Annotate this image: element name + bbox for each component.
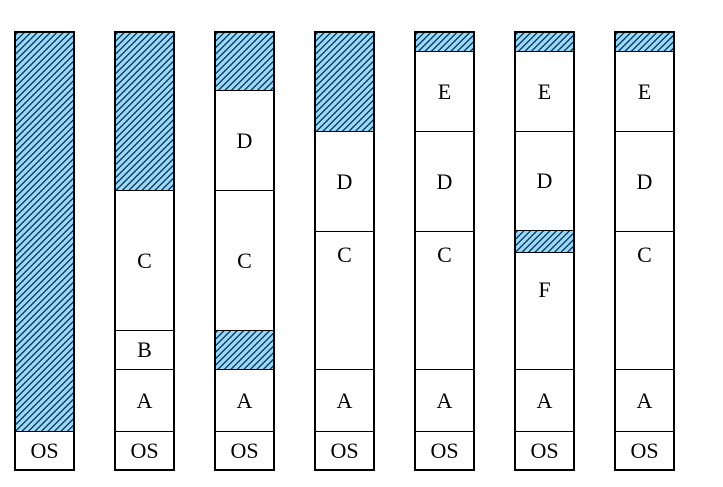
segment-label: A [436,387,453,413]
segment-c: C [116,190,173,330]
segment-label: OS [630,437,659,463]
segment-label: OS [230,437,259,463]
segment-a: A [516,369,573,431]
segment-label: C [237,247,252,273]
segment-a: A [616,369,673,431]
memory-bar-state-7: E D C A OS [614,31,675,471]
free-memory-segment [316,33,373,131]
segment-label: OS [130,437,159,463]
segment-label: E [437,78,452,104]
free-memory-segment [16,33,73,431]
segment-a: A [216,369,273,431]
segment-os: OS [16,431,73,469]
segment-e: E [516,51,573,131]
segment-f: F [516,252,573,369]
segment-d: D [316,131,373,231]
segment-label: C [637,242,652,267]
segment-os: OS [616,431,673,469]
segment-label: C [337,242,352,267]
segment-label: OS [30,437,59,463]
segment-os: OS [316,431,373,469]
segment-c: C [416,231,473,369]
segment-label: OS [530,437,559,463]
segment-os: OS [116,431,173,469]
segment-os: OS [416,431,473,469]
segment-label: A [536,387,553,413]
free-memory-segment [216,330,273,369]
segment-label: C [137,247,152,273]
segment-os: OS [516,431,573,469]
memory-bar-state-1: OS [14,31,75,471]
segment-label: D [536,168,553,193]
segment-e: E [416,51,473,131]
segment-label: E [637,78,652,104]
segment-a: A [116,369,173,431]
segment-label: A [136,387,153,413]
free-memory-segment [216,33,273,90]
segment-c: C [216,190,273,330]
segment-label: D [636,168,653,194]
segment-label: D [236,127,253,153]
memory-bar-state-6: E D F A OS [514,31,575,471]
segment-label: A [236,387,253,413]
free-memory-segment [616,33,673,51]
segment-a: A [316,369,373,431]
free-memory-segment [416,33,473,51]
memory-bar-state-4: D C A OS [314,31,375,471]
segment-label: F [538,277,551,302]
segment-os: OS [216,431,273,469]
segment-e: E [616,51,673,131]
segment-label: D [436,168,453,194]
segment-d: D [216,90,273,190]
segment-label: D [336,168,353,194]
segment-label: A [636,387,653,413]
segment-label: A [336,387,353,413]
segment-label: C [437,242,452,267]
segment-d: D [416,131,473,231]
free-memory-segment [516,33,573,51]
segment-a: A [416,369,473,431]
segment-d: D [516,131,573,230]
segment-label: B [137,337,152,362]
memory-bar-state-3: D C A OS [214,31,275,471]
segment-d: D [616,131,673,231]
segment-label: E [537,78,552,104]
segment-b: B [116,330,173,369]
segment-label: OS [430,437,459,463]
free-memory-segment [516,230,573,252]
segment-c: C [616,231,673,369]
segment-label: OS [330,437,359,463]
memory-bar-state-5: E D C A OS [414,31,475,471]
free-memory-segment [116,33,173,190]
segment-c: C [316,231,373,369]
